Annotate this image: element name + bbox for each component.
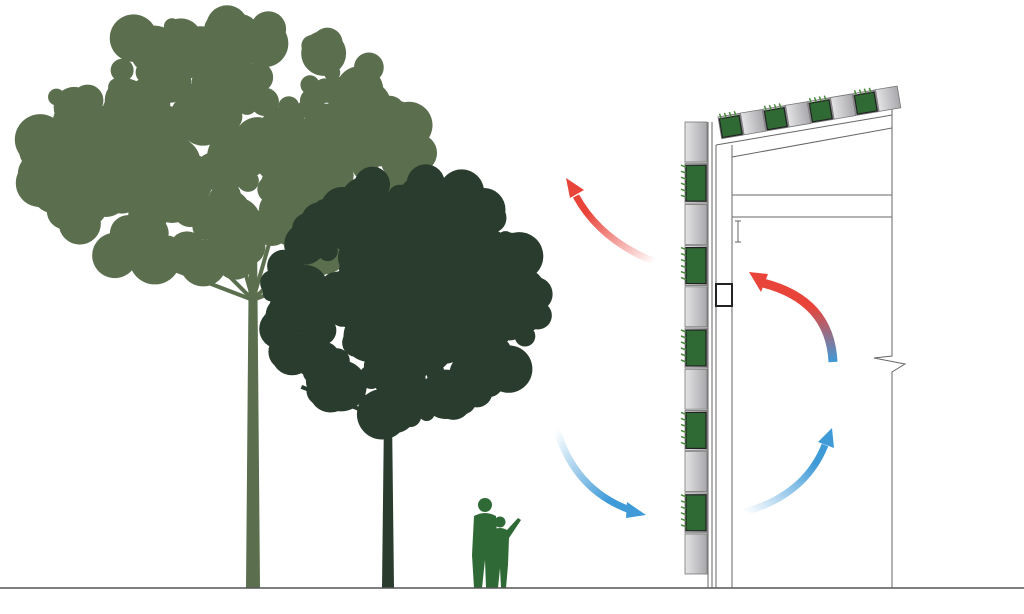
wall-panel: [684, 203, 708, 245]
roof-panel: [740, 109, 767, 136]
wall-panel: [684, 286, 708, 328]
roof-panel: [830, 93, 857, 120]
wall-panel: [684, 533, 708, 575]
roof-planters: [717, 85, 902, 140]
warm-air-arrow-outside: [566, 178, 657, 266]
roof-planter: [717, 110, 744, 140]
roof-panel: [785, 101, 812, 128]
cool-air-arrow-outside: [553, 428, 646, 518]
building-section: [707, 90, 907, 588]
small-tree: [259, 164, 553, 588]
wall-panel: [684, 451, 708, 493]
roof-planter: [807, 95, 834, 124]
cool-air-arrow-inside: [744, 428, 834, 516]
wall-panel: [684, 368, 708, 410]
warm-air-arrow-inside: [749, 272, 838, 363]
people-silhouette: [472, 498, 521, 588]
green-wall-modules: [680, 121, 708, 575]
roof-planter: [852, 87, 879, 116]
roof-planter: [762, 103, 789, 132]
wall-panel: [684, 121, 708, 163]
roof-panel: [875, 85, 902, 112]
